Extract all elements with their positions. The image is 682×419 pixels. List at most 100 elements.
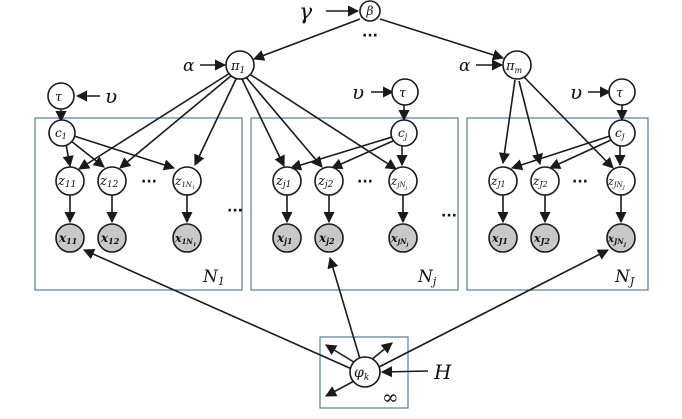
node-z11 bbox=[55, 166, 85, 196]
label-cj: cj bbox=[398, 126, 408, 141]
label-upsilon-1: υ bbox=[105, 84, 117, 108]
label-xj1: xj1 bbox=[276, 231, 293, 246]
node-tau1 bbox=[47, 82, 75, 110]
plate-group-1 bbox=[34, 117, 243, 291]
label-zj1: zj1 bbox=[275, 174, 291, 190]
plate-group-J bbox=[466, 117, 649, 291]
edge-pi1-z11 bbox=[78, 72, 231, 170]
label-xj2: xj2 bbox=[318, 231, 335, 246]
node-pi1 bbox=[225, 50, 255, 80]
edge-beta-pi1 bbox=[252, 18, 361, 61]
label-zJ1: zJ1 bbox=[490, 174, 506, 189]
node-xj2 bbox=[314, 223, 344, 253]
edge-pim-zJ2 bbox=[518, 80, 543, 166]
label-upsilon-j: υ bbox=[352, 80, 364, 104]
node-zjN bbox=[388, 166, 418, 196]
label-beta: β bbox=[366, 4, 374, 18]
ellipsis-group-J: ··· bbox=[572, 174, 588, 190]
edge-cJ-zJ1 bbox=[510, 135, 611, 171]
plate-infinity bbox=[319, 336, 409, 409]
edge-phi-short-right bbox=[370, 342, 393, 361]
plate-label-Nj: Nj bbox=[417, 267, 437, 288]
node-beta bbox=[359, 0, 381, 22]
node-tauJ bbox=[608, 78, 636, 106]
edge-c1-z1N bbox=[73, 135, 176, 171]
node-x1N bbox=[172, 223, 202, 253]
edge-cJ-zJ2 bbox=[548, 139, 612, 169]
node-tauj bbox=[391, 78, 419, 106]
label-z1N: z1N1 bbox=[174, 174, 195, 191]
label-x1N: x1N1 bbox=[174, 232, 196, 248]
label-tau-j: τ bbox=[399, 86, 407, 101]
edge-phi-xJN bbox=[376, 249, 609, 369]
label-H: H bbox=[433, 360, 452, 384]
ellipsis-between-1-j: ··· bbox=[227, 203, 243, 219]
ellipsis-between-j-J: ··· bbox=[441, 208, 457, 224]
edge-beta-pim bbox=[379, 18, 505, 61]
node-xjN bbox=[388, 223, 418, 253]
ellipsis-top: ··· bbox=[362, 28, 378, 44]
ellipsis-group-j: ··· bbox=[357, 174, 373, 190]
edge-phi-short-left bbox=[325, 344, 358, 365]
label-xJ1: xJ1 bbox=[491, 232, 508, 246]
node-cJ bbox=[608, 119, 636, 147]
edge-pi1-zj2 bbox=[244, 75, 323, 168]
edge-phi-xj2 bbox=[327, 256, 361, 360]
label-alpha-1: α bbox=[183, 56, 195, 76]
label-zj2: zj2 bbox=[317, 174, 334, 190]
node-pim bbox=[502, 50, 532, 80]
edge-c1-z11 bbox=[62, 143, 74, 168]
label-x11: x11 bbox=[58, 231, 77, 246]
label-c1: c1 bbox=[55, 126, 67, 141]
node-xJN bbox=[606, 223, 636, 253]
nodes bbox=[47, 0, 636, 388]
node-xJ2 bbox=[530, 223, 560, 253]
label-xjN: xjNj bbox=[390, 232, 409, 248]
label-x12: x12 bbox=[100, 231, 120, 246]
label-upsilon-J: υ bbox=[570, 80, 582, 104]
labels: γ β α α π1 πm ··· τ τ τ υ υ υ c1 cj cJ z… bbox=[55, 0, 635, 409]
node-zj1 bbox=[272, 166, 302, 196]
node-x12 bbox=[97, 223, 127, 253]
edge-pi1-z1N bbox=[194, 78, 237, 167]
plate-label-NJ: NJ bbox=[614, 267, 635, 288]
label-xJ2: xJ2 bbox=[533, 232, 550, 246]
edge-cj-zj2 bbox=[330, 140, 394, 170]
edge-pi1-zjN bbox=[247, 72, 397, 170]
label-gamma: γ bbox=[299, 0, 313, 25]
label-infinity: ∞ bbox=[382, 385, 399, 409]
node-xj1 bbox=[272, 223, 302, 253]
label-zjN: zjNj bbox=[390, 174, 408, 191]
ellipsis-group-1: ··· bbox=[141, 174, 157, 190]
node-zj2 bbox=[314, 166, 344, 196]
edge-c1-z12 bbox=[70, 140, 105, 168]
label-pi1: π1 bbox=[230, 59, 245, 76]
node-zJ2 bbox=[530, 166, 560, 196]
edge-phi-x11 bbox=[82, 248, 355, 371]
node-z1N bbox=[172, 166, 202, 196]
label-pim: πm bbox=[505, 59, 523, 75]
label-tau-J: τ bbox=[616, 86, 624, 101]
label-cJ: cJ bbox=[615, 126, 626, 141]
edge-pi1-zj1 bbox=[241, 78, 285, 168]
node-phi bbox=[349, 356, 381, 388]
label-z11: z11 bbox=[57, 174, 76, 190]
label-phi: φk bbox=[354, 365, 369, 383]
node-x11 bbox=[55, 223, 85, 253]
label-alpha-2: α bbox=[459, 56, 471, 76]
node-cj bbox=[390, 119, 418, 147]
node-zJ1 bbox=[488, 166, 518, 196]
edge-pim-zJ1 bbox=[498, 79, 516, 165]
node-z12 bbox=[97, 166, 127, 196]
label-tau-1: τ bbox=[55, 90, 63, 105]
edges bbox=[55, 5, 628, 397]
node-zJN bbox=[606, 166, 636, 196]
label-xJN: xJNJ bbox=[607, 234, 627, 248]
edge-pim-zJN bbox=[523, 76, 614, 169]
edge-cj-zj1 bbox=[289, 136, 393, 171]
label-z12: z12 bbox=[99, 174, 119, 190]
edge-phi-short-down bbox=[325, 379, 357, 397]
plate-group-j bbox=[250, 117, 459, 291]
